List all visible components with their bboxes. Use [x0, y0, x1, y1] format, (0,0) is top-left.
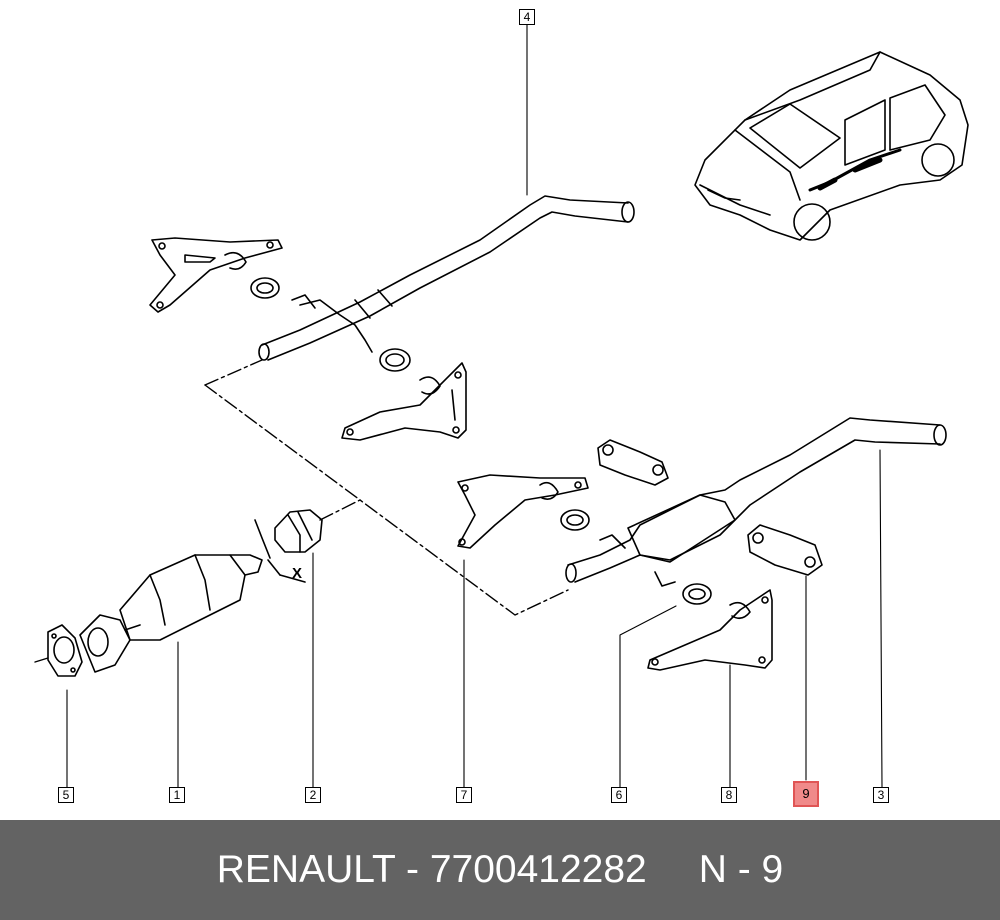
lower-left-bracket	[457, 474, 589, 549]
callout-6[interactable]: 6	[611, 787, 627, 803]
diagram-position: N - 9	[698, 848, 784, 891]
gasket-ring-lower-right	[682, 583, 712, 605]
callout-7[interactable]: 7	[456, 787, 472, 803]
gasket-ring-upper	[250, 277, 280, 299]
lower-right-bracket	[647, 589, 773, 671]
leader-lines	[66, 24, 883, 788]
lower-exhaust-pipe	[565, 417, 947, 587]
brand-part-number: RENAULT - 7700412282	[216, 848, 647, 891]
exhaust-system-drawing: X	[34, 24, 969, 788]
flange-gasket	[47, 624, 83, 677]
gasket-ring-middle	[379, 348, 411, 372]
callout-9-highlighted[interactable]: 9	[793, 781, 819, 807]
x-marker-label: X	[292, 565, 302, 582]
upper-left-bracket	[149, 237, 283, 313]
rubber-mount-upper	[597, 439, 669, 486]
callout-2[interactable]: 2	[305, 787, 321, 803]
callout-4[interactable]: 4	[519, 9, 535, 25]
callout-5[interactable]: 5	[58, 787, 74, 803]
upper-exhaust-pipe	[258, 195, 635, 361]
rubber-mount-lower	[747, 524, 823, 576]
callout-8[interactable]: 8	[721, 787, 737, 803]
pipe-clamp	[254, 509, 323, 583]
part-info-banner: RENAULT - 7700412282 N - 9	[0, 820, 1000, 920]
assembly-alignment-lines	[34, 359, 569, 663]
callout-3[interactable]: 3	[873, 787, 889, 803]
callout-1[interactable]: 1	[169, 787, 185, 803]
catalytic-converter	[79, 554, 263, 673]
middle-bracket	[341, 362, 467, 441]
gasket-ring-lower-left	[560, 509, 590, 531]
car-illustration	[694, 51, 969, 241]
